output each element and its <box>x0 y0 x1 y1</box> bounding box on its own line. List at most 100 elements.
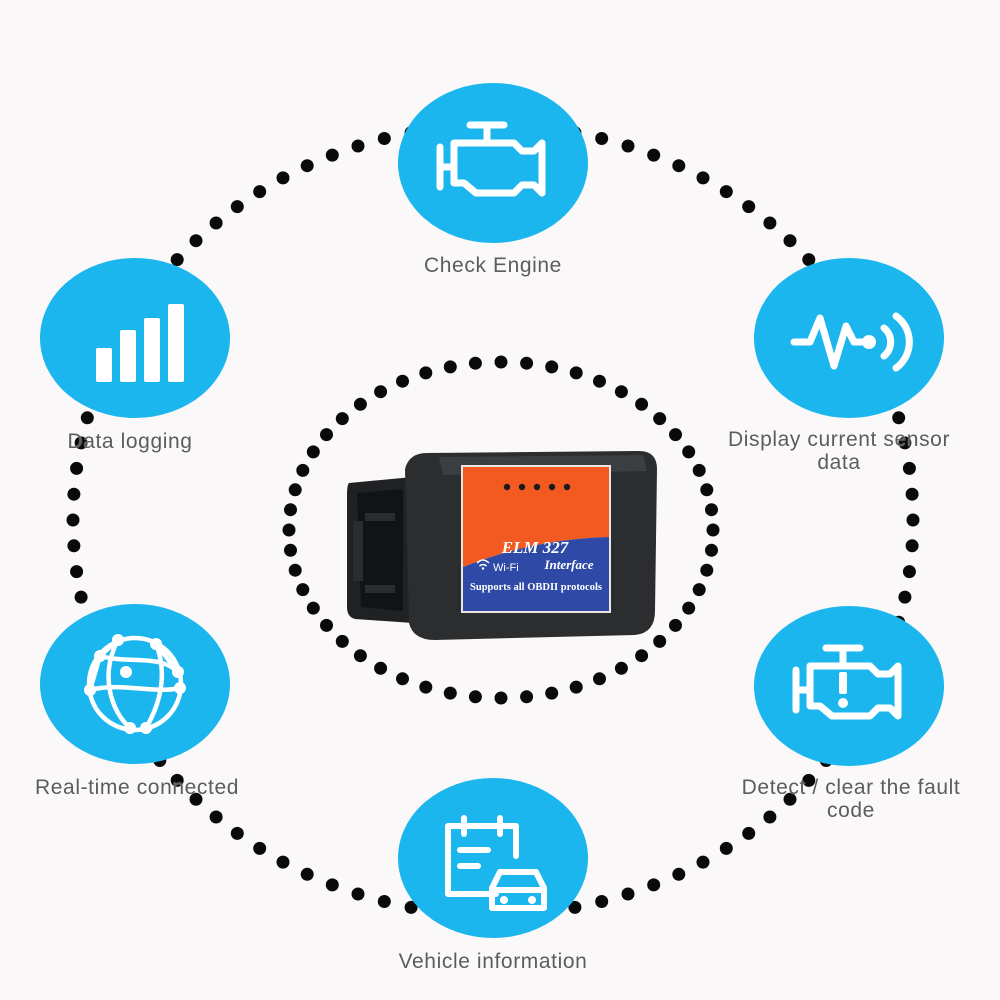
ring-dot <box>568 900 582 914</box>
ring-dot <box>170 773 184 787</box>
ring-dot <box>520 356 534 370</box>
ring-dot <box>653 634 667 648</box>
ring-dot <box>374 661 388 675</box>
ring-dot <box>377 895 391 908</box>
ring-dot <box>282 523 296 537</box>
ring-dot <box>300 867 314 881</box>
ring-dot <box>419 366 433 380</box>
ring-dot <box>763 810 777 824</box>
check-engine-label: Check Engine <box>424 254 562 277</box>
ring-dot <box>669 428 682 442</box>
globe-network-icon <box>84 634 186 734</box>
ring-dot <box>396 672 409 686</box>
ring-dot <box>284 543 297 557</box>
wifi-icon <box>476 559 490 570</box>
ring-dot <box>595 895 609 908</box>
ring-dot <box>802 773 816 787</box>
ring-dot <box>230 826 244 840</box>
device-connectivity: Wi-Fi <box>493 562 519 574</box>
ring-dot <box>306 445 320 459</box>
ring-dot <box>67 539 81 553</box>
ring-dot <box>468 690 482 704</box>
ring-dot <box>692 583 706 597</box>
ring-dot <box>325 148 339 162</box>
ring-dot <box>783 234 797 248</box>
vehicle-info-bubble <box>398 778 588 938</box>
ring-dot <box>906 513 920 527</box>
ring-dot <box>892 411 906 425</box>
clipboard-car-icon <box>445 815 547 911</box>
ring-dot <box>593 374 606 388</box>
ring-dot <box>902 461 916 475</box>
ring-dot <box>705 503 718 517</box>
ring-dot <box>700 483 714 497</box>
ring-dot <box>325 878 339 892</box>
engine-icon <box>436 121 546 197</box>
ring-dot <box>468 356 482 370</box>
vehicle-info-label: Vehicle information <box>398 950 588 973</box>
ring-dot <box>802 253 816 267</box>
ring-dot <box>253 185 267 199</box>
ring-dot <box>763 216 777 230</box>
ring-dot <box>253 841 267 855</box>
ring-dot <box>635 397 649 411</box>
ring-dot <box>672 867 686 881</box>
ring-dot <box>300 159 314 173</box>
ring-dot <box>696 855 710 869</box>
ring-dot <box>614 661 628 675</box>
ring-dot <box>905 539 919 553</box>
ring-dot <box>545 360 559 374</box>
ring-dot <box>209 216 223 230</box>
ring-dot <box>443 686 457 700</box>
device-subtitle: Interface <box>543 557 593 572</box>
status-led <box>548 483 556 491</box>
ring-dot <box>353 397 367 411</box>
ring-dot <box>705 543 718 557</box>
engine-warning-icon <box>792 644 902 720</box>
ring-dot <box>682 601 696 615</box>
ring-dot <box>742 200 756 214</box>
ring-dot <box>443 360 457 374</box>
status-led <box>563 483 571 491</box>
ring-dot <box>189 792 203 806</box>
ring-dot <box>351 139 365 153</box>
ring-dot <box>569 680 583 694</box>
ring-dot <box>306 601 320 615</box>
ring-dot <box>905 487 919 501</box>
ring-dot <box>647 148 661 162</box>
device-protocols: Supports all OBDII protocols <box>470 582 602 593</box>
ring-dot <box>669 618 682 632</box>
status-led <box>503 483 511 491</box>
ring-dot <box>653 412 667 426</box>
ring-dot <box>595 132 609 145</box>
ring-dot <box>696 171 710 185</box>
ring-dot <box>545 686 559 700</box>
realtime-label: Real-time connected <box>35 776 239 799</box>
data-logging-bubble <box>40 258 230 418</box>
ring-dot <box>70 565 84 579</box>
ring-dot <box>335 634 349 648</box>
sensor-data-bubble <box>754 258 944 418</box>
check-engine-bubble <box>398 83 588 243</box>
device-brand: ELM 327 <box>501 538 570 557</box>
ring-dot <box>692 463 706 477</box>
ring-dot <box>288 483 302 497</box>
ring-dot <box>374 385 388 399</box>
bar-chart-icon <box>96 304 184 382</box>
status-led <box>518 483 526 491</box>
ring-dot <box>621 139 635 153</box>
ring-dot <box>494 691 508 705</box>
ring-dot <box>593 672 606 686</box>
ring-dot <box>320 428 333 442</box>
ring-dot <box>494 355 508 369</box>
ring-dot <box>682 445 696 459</box>
fault-code-label: Detect / clear the fault code <box>741 776 961 822</box>
ring-dot <box>783 792 797 806</box>
ring-dot <box>296 463 310 477</box>
ring-dot <box>706 523 720 537</box>
ring-dot <box>719 185 733 199</box>
ring-dot <box>672 159 686 173</box>
ring-dot <box>276 171 290 185</box>
